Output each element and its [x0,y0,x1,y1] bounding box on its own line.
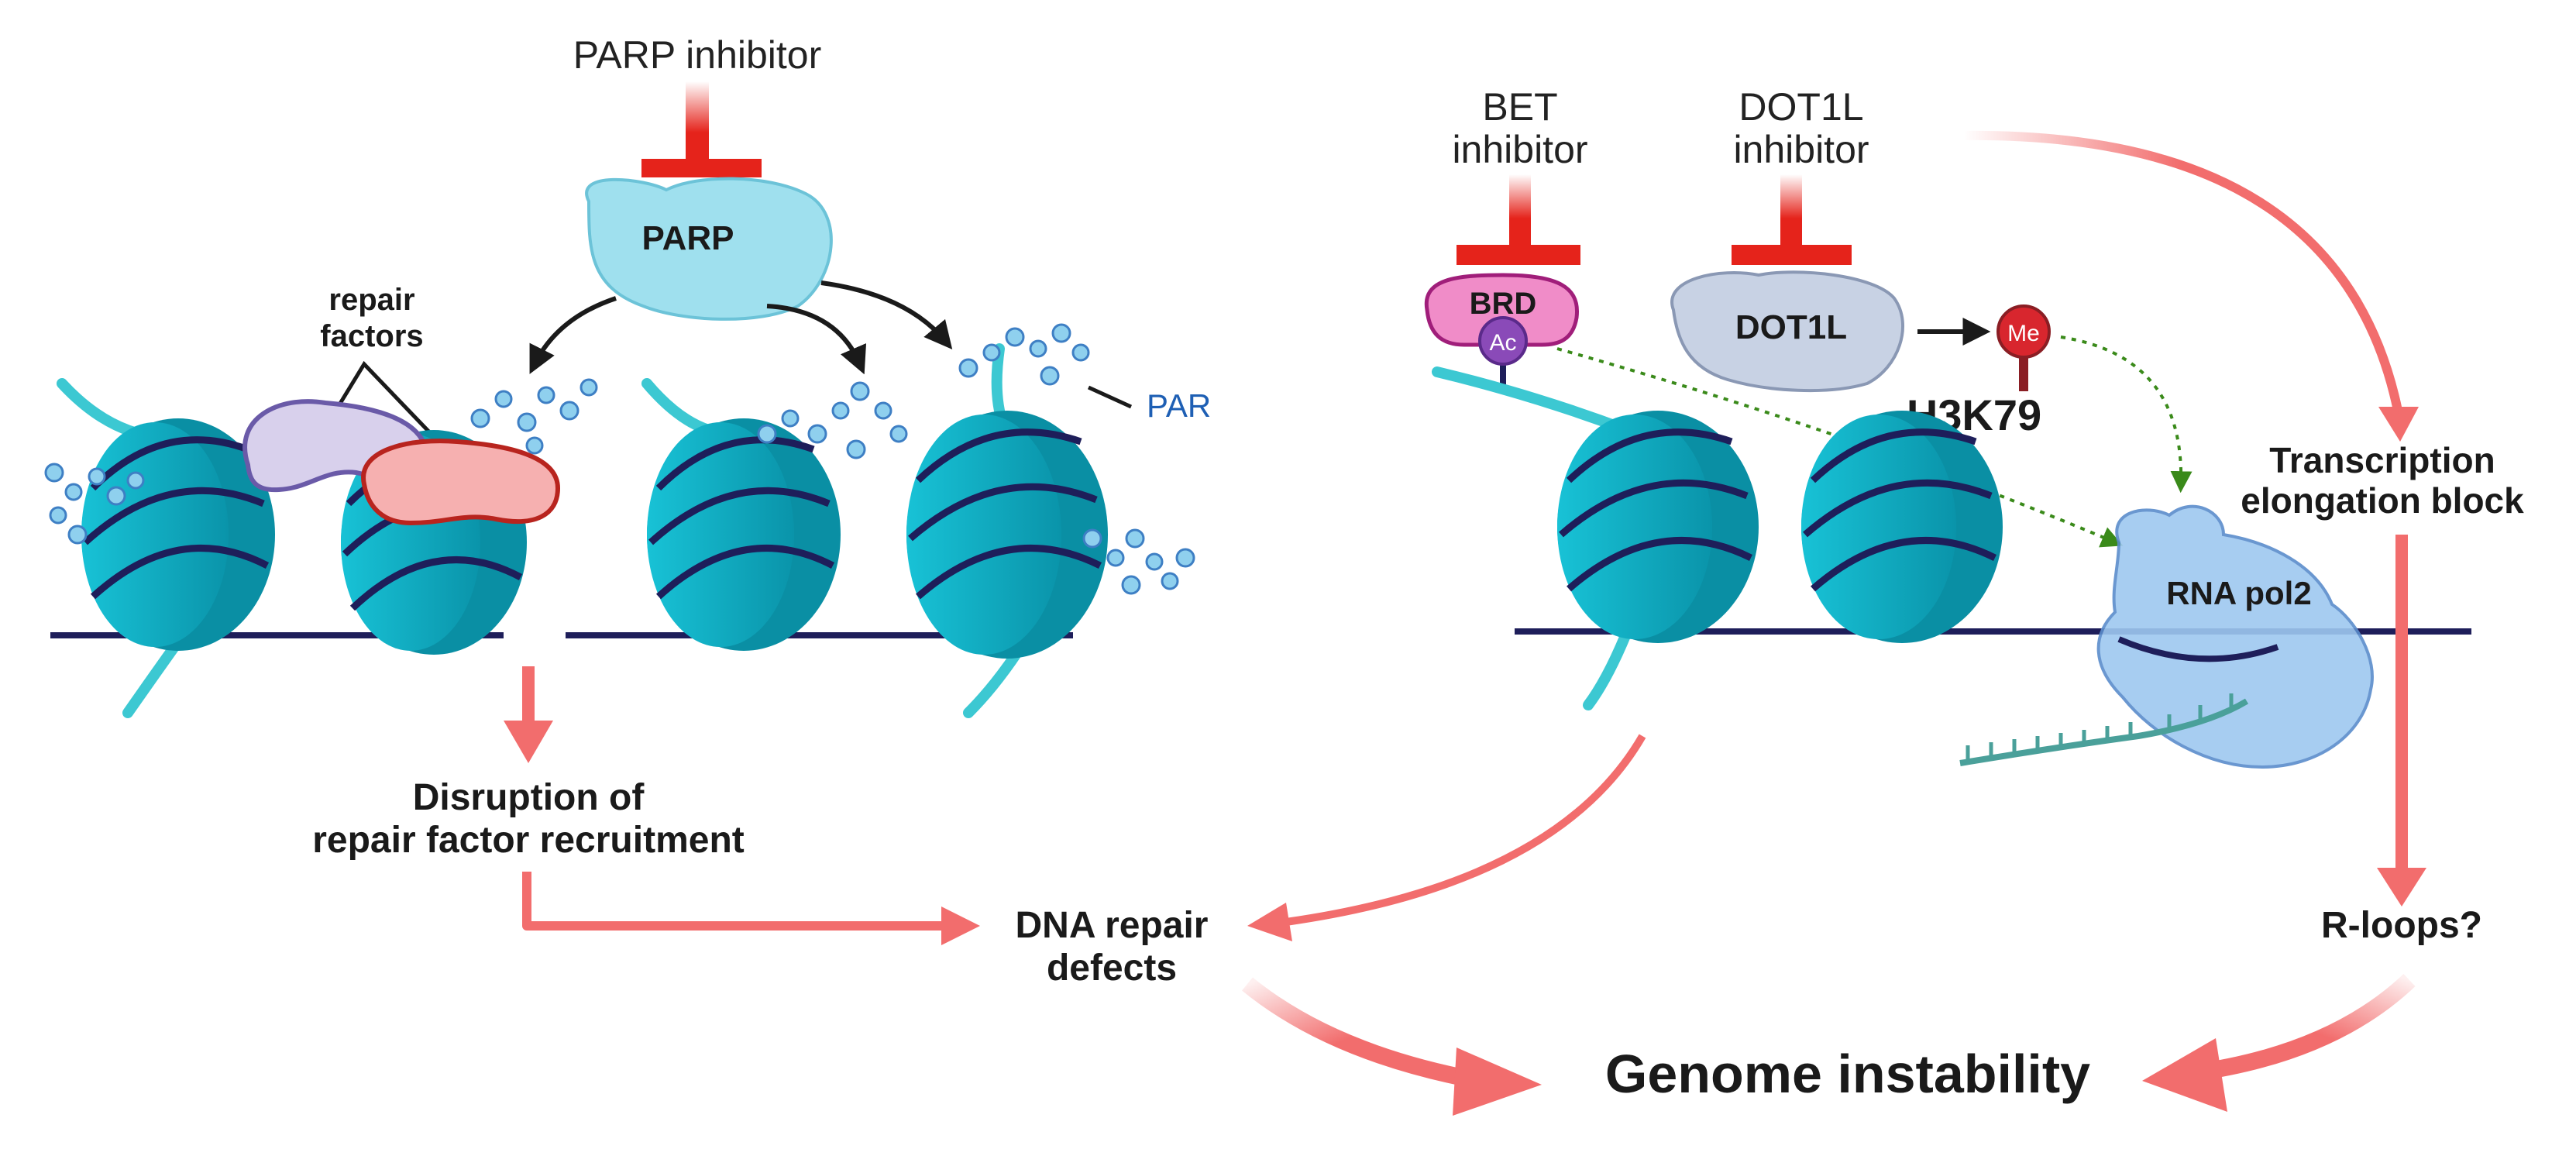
parp-inhibition-bar [641,81,762,177]
acetyl-mark [1478,316,1528,366]
nucleosome [81,418,275,651]
histone-tail [1432,366,1632,435]
nucleosome [1801,411,2003,643]
brd-label: BRD [1470,287,1537,321]
rna-bases [1966,693,2234,761]
nucleosome [647,418,841,651]
rna-transcript [1959,698,2249,766]
arrow-repair-to-genome-head [1453,1048,1542,1116]
parp-arrow-left [529,296,617,374]
arrow-disruption-to-repair [522,872,980,945]
rna-pol2: RNA pol2 [2096,504,2374,769]
r-loops-label: R-loops? [2321,905,2482,946]
me-label: Me [2007,321,2040,346]
repair-factors-label-line2: factors [320,319,423,353]
arrow-nucleosome-to-repair [1285,734,1646,926]
parp-inhibitor-label: PARP inhibitor [573,33,822,77]
arrow-repair-to-genome [1242,977,1481,1089]
disruption-label-line2: repair factor recruitment [312,820,745,861]
repair-factors-label-line1: repair [328,283,414,317]
me-to-pol2-dotted [2060,335,2193,494]
arrow-nucleosome-to-repair-head [1247,903,1292,941]
arrow-to-disruption [504,666,553,763]
methyl-mark: Me [1996,304,2051,391]
bet-inhibitor-label-line1: BET [1482,85,1557,129]
dot1l-enzyme: DOT1L [1670,270,1905,393]
dot1l-inhibitor-label-line1: DOT1L [1739,85,1863,129]
ac-label: Ac [1489,330,1516,356]
transcription-block-label-line2: elongation block [2241,480,2524,521]
dot1l-inhibition-bar [1732,174,1852,265]
dna-repair-label-line1: DNA repair [1016,905,1209,946]
parp-arrow-middle [766,304,867,375]
dot1l-label: DOT1L [1735,308,1847,346]
transcription-block-label-line1: Transcription [2269,440,2495,480]
disruption-label-line1: Disruption of [413,777,645,818]
arrow-to-r-loops [2377,535,2426,906]
rna-pol2-label: RNA pol2 [2166,575,2311,611]
bet-inhibition-bar [1457,174,1580,265]
par-label: PAR [1147,387,1211,424]
parp-label: PARP [642,219,734,257]
dna-repair-label-line2: defects [1047,948,1177,989]
bet-inhibitor-label-line2: inhibitor [1452,128,1587,171]
arrow-to-transcription-block [1963,130,2402,412]
par-pointer [1087,385,1133,409]
genome-instability-label: Genome instability [1605,1044,2090,1104]
arrow-rloops-to-genome [2191,974,2416,1082]
dot1l-inhibitor-label-line2: inhibitor [1733,128,1869,171]
arrow-to-transcription-block-head [2378,407,2419,442]
repair-factor-pink [361,439,561,526]
parp-enzyme: PARP [585,177,833,321]
par-chain [44,323,1195,595]
arrow-rloops-to-genome-head [2142,1038,2227,1112]
nucleosome [906,411,1108,659]
nucleosome [1557,411,1759,643]
parp-arrow-right [820,280,953,350]
